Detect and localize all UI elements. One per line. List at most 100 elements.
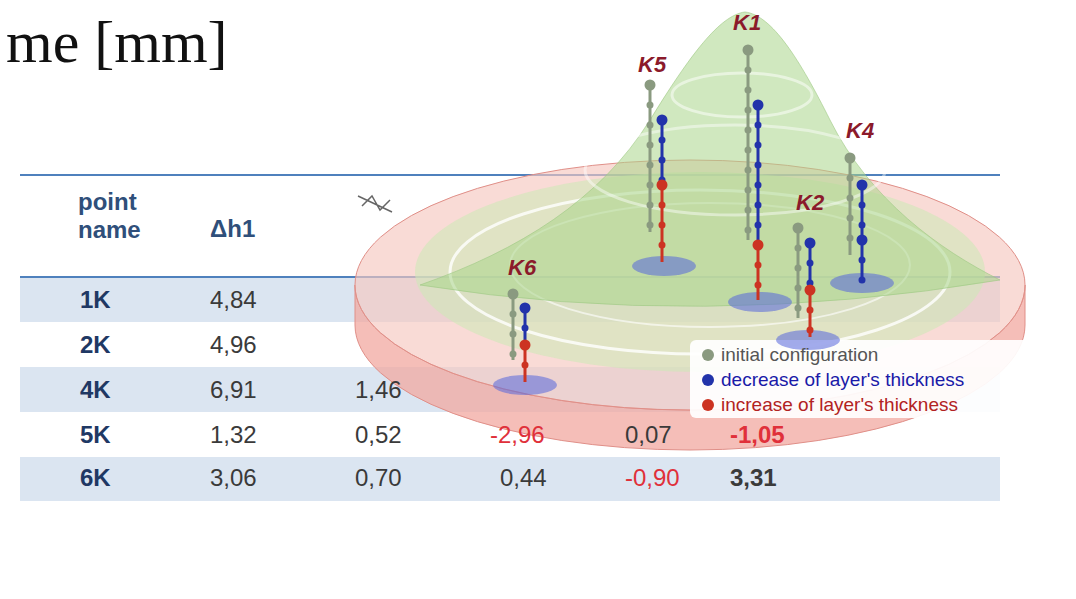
legend-text: decrease of layer's thickness [721,369,964,391]
point-name: 5K [80,421,111,449]
legend-row: increase of layer's thickness [702,394,958,416]
pin-dot [743,45,754,56]
pin-stem [661,120,664,185]
pin-dot [745,147,752,154]
pin-dot [859,202,866,209]
pins [493,45,894,396]
cone-ring [672,73,812,117]
pin-dot [847,195,854,202]
pin-dot [645,80,656,91]
legend-text: initial configuration [721,344,878,366]
pin-dot [745,187,752,194]
pin-dot [745,207,752,214]
table-cell: 1,32 [210,421,257,449]
pin-stem [757,245,760,300]
table-cell: -2,96 [490,421,545,449]
table-cell: -1,05 [730,421,785,449]
pin-dot [657,115,668,126]
column-header: Δh1 [210,215,300,243]
pin-dot [793,223,804,234]
pin-dot [745,127,752,134]
point-name: 6K [80,464,111,492]
point-label: K1 [733,10,761,35]
point-name: 1K [80,286,111,314]
pin-dot [755,202,762,209]
legend-backdrop [690,340,1045,418]
legend-text: increase of layer's thickness [721,394,958,416]
pin-stem [512,294,515,360]
green-cone [420,12,1000,306]
pin-dot [795,305,802,312]
table-cell: 0,70 [355,464,402,492]
pin-dot [847,235,854,242]
table-cell: 4,84 [210,286,257,314]
legend-swatch [702,374,714,386]
pin-dot [859,257,866,264]
pin-dot [745,227,752,234]
pin-dot [755,282,762,289]
point-label: K5 [638,52,666,77]
pin-dot [859,222,866,229]
pin-dot [753,100,764,111]
pin-dot [510,311,517,318]
pin-base [728,292,792,312]
pin-dot [659,242,666,249]
legend-swatch [702,349,714,361]
point-name: 4K [80,376,111,404]
pin-dot [745,67,752,74]
pin-dot [755,122,762,129]
pin-dot [845,153,856,164]
pin-dot [647,122,654,129]
pin-base [632,256,696,276]
column-header: point name [78,188,168,243]
pin-dot [657,180,668,191]
cone-ring [585,125,885,215]
north-arrow [358,196,392,212]
pin-dot [745,87,752,94]
pin-dot [755,142,762,149]
pin-dot [755,262,762,269]
pin-dot [745,107,752,114]
pin-dot [510,331,517,338]
pin-dot [755,222,762,229]
row-band [20,457,1000,501]
point-label: K6 [508,255,536,280]
slide-title: me [mm] [6,8,228,77]
point-label: K2 [796,190,824,215]
pin-dot [847,175,854,182]
table-cell: 4,96 [210,331,257,359]
table-cell: 1,46 [355,376,402,404]
pin-dot [508,289,519,300]
pin-dot [659,137,666,144]
pin-dot [847,215,854,222]
table-cell: -0,90 [625,464,680,492]
pin-dot [807,307,814,314]
pin-dot [807,327,814,334]
pin-dot [522,325,529,332]
pin-stem [861,185,864,240]
pin-dot [520,303,531,314]
pin-dot [647,202,654,209]
pin-dot [659,202,666,209]
pin-dot [659,222,666,229]
pin-dot [647,182,654,189]
pin-dot [745,167,752,174]
pin-dot [805,238,816,249]
pin-dot [647,162,654,169]
table-cell: 3,06 [210,464,257,492]
point-label: K4 [846,118,874,143]
point-name: 2K [80,331,111,359]
table-cell: 0,44 [500,464,547,492]
north-arrow-stroke [358,196,392,212]
pin-dot [859,277,866,284]
pin-dot [647,102,654,109]
table-cell: 0,07 [625,421,672,449]
pin-dot [857,235,868,246]
legend-swatch [702,399,714,411]
pin-dot [522,362,529,369]
table-cell: 6,91 [210,376,257,404]
table-cell: 0,52 [355,421,402,449]
pin-dot [659,157,666,164]
